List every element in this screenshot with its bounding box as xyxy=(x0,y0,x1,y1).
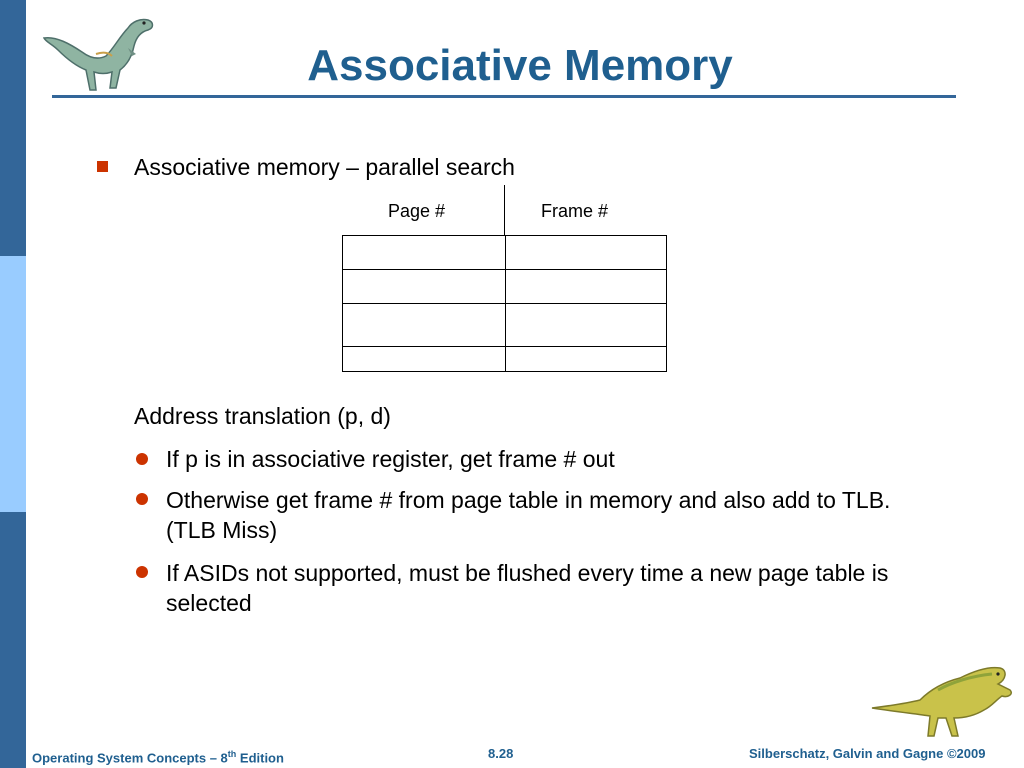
footer-course-title: Operating System Concepts – 8th Edition xyxy=(32,749,284,766)
column-label-frame: Frame # xyxy=(541,201,609,221)
footer-copyright: Silberschatz, Galvin and Gagne ©2009 xyxy=(749,746,986,761)
table-row xyxy=(342,235,667,270)
table-cell-page xyxy=(342,346,506,372)
sub-bullet-2: Otherwise get frame # from page table in… xyxy=(166,487,891,543)
round-bullet-icon xyxy=(136,453,148,465)
table-cell-frame xyxy=(505,303,667,347)
table-row xyxy=(342,346,667,372)
main-bullet-text: Associative memory – parallel search xyxy=(134,154,515,180)
associative-memory-table xyxy=(342,235,667,372)
table-cell-frame xyxy=(505,346,667,372)
title-divider xyxy=(52,95,956,98)
round-bullet-icon xyxy=(136,566,148,578)
left-stripe-bottom xyxy=(0,512,26,768)
table-cell-page xyxy=(342,269,506,304)
table-cell-page xyxy=(342,303,506,347)
left-stripe-top xyxy=(0,0,26,256)
column-label-page: Page # xyxy=(388,201,446,221)
table-cell-page xyxy=(342,235,506,270)
sub-bullet-1: If p is in associative register, get fra… xyxy=(166,446,615,472)
table-row xyxy=(342,303,667,347)
column-divider xyxy=(504,185,505,235)
table-cell-frame xyxy=(505,235,667,270)
dinosaur-top-icon xyxy=(42,18,154,91)
square-bullet-icon xyxy=(97,161,108,172)
footer-page-number: 8.28 xyxy=(488,746,514,761)
table-row xyxy=(342,269,667,304)
table-cell-frame xyxy=(505,269,667,304)
slide-title: Associative Memory xyxy=(307,41,733,90)
dinosaur-bottom-icon xyxy=(871,666,1013,737)
sub-bullet-3: If ASIDs not supported, must be flushed … xyxy=(166,560,889,616)
address-translation-text: Address translation (p, d) xyxy=(134,403,391,429)
left-stripe-middle xyxy=(0,256,26,512)
round-bullet-icon xyxy=(136,493,148,505)
